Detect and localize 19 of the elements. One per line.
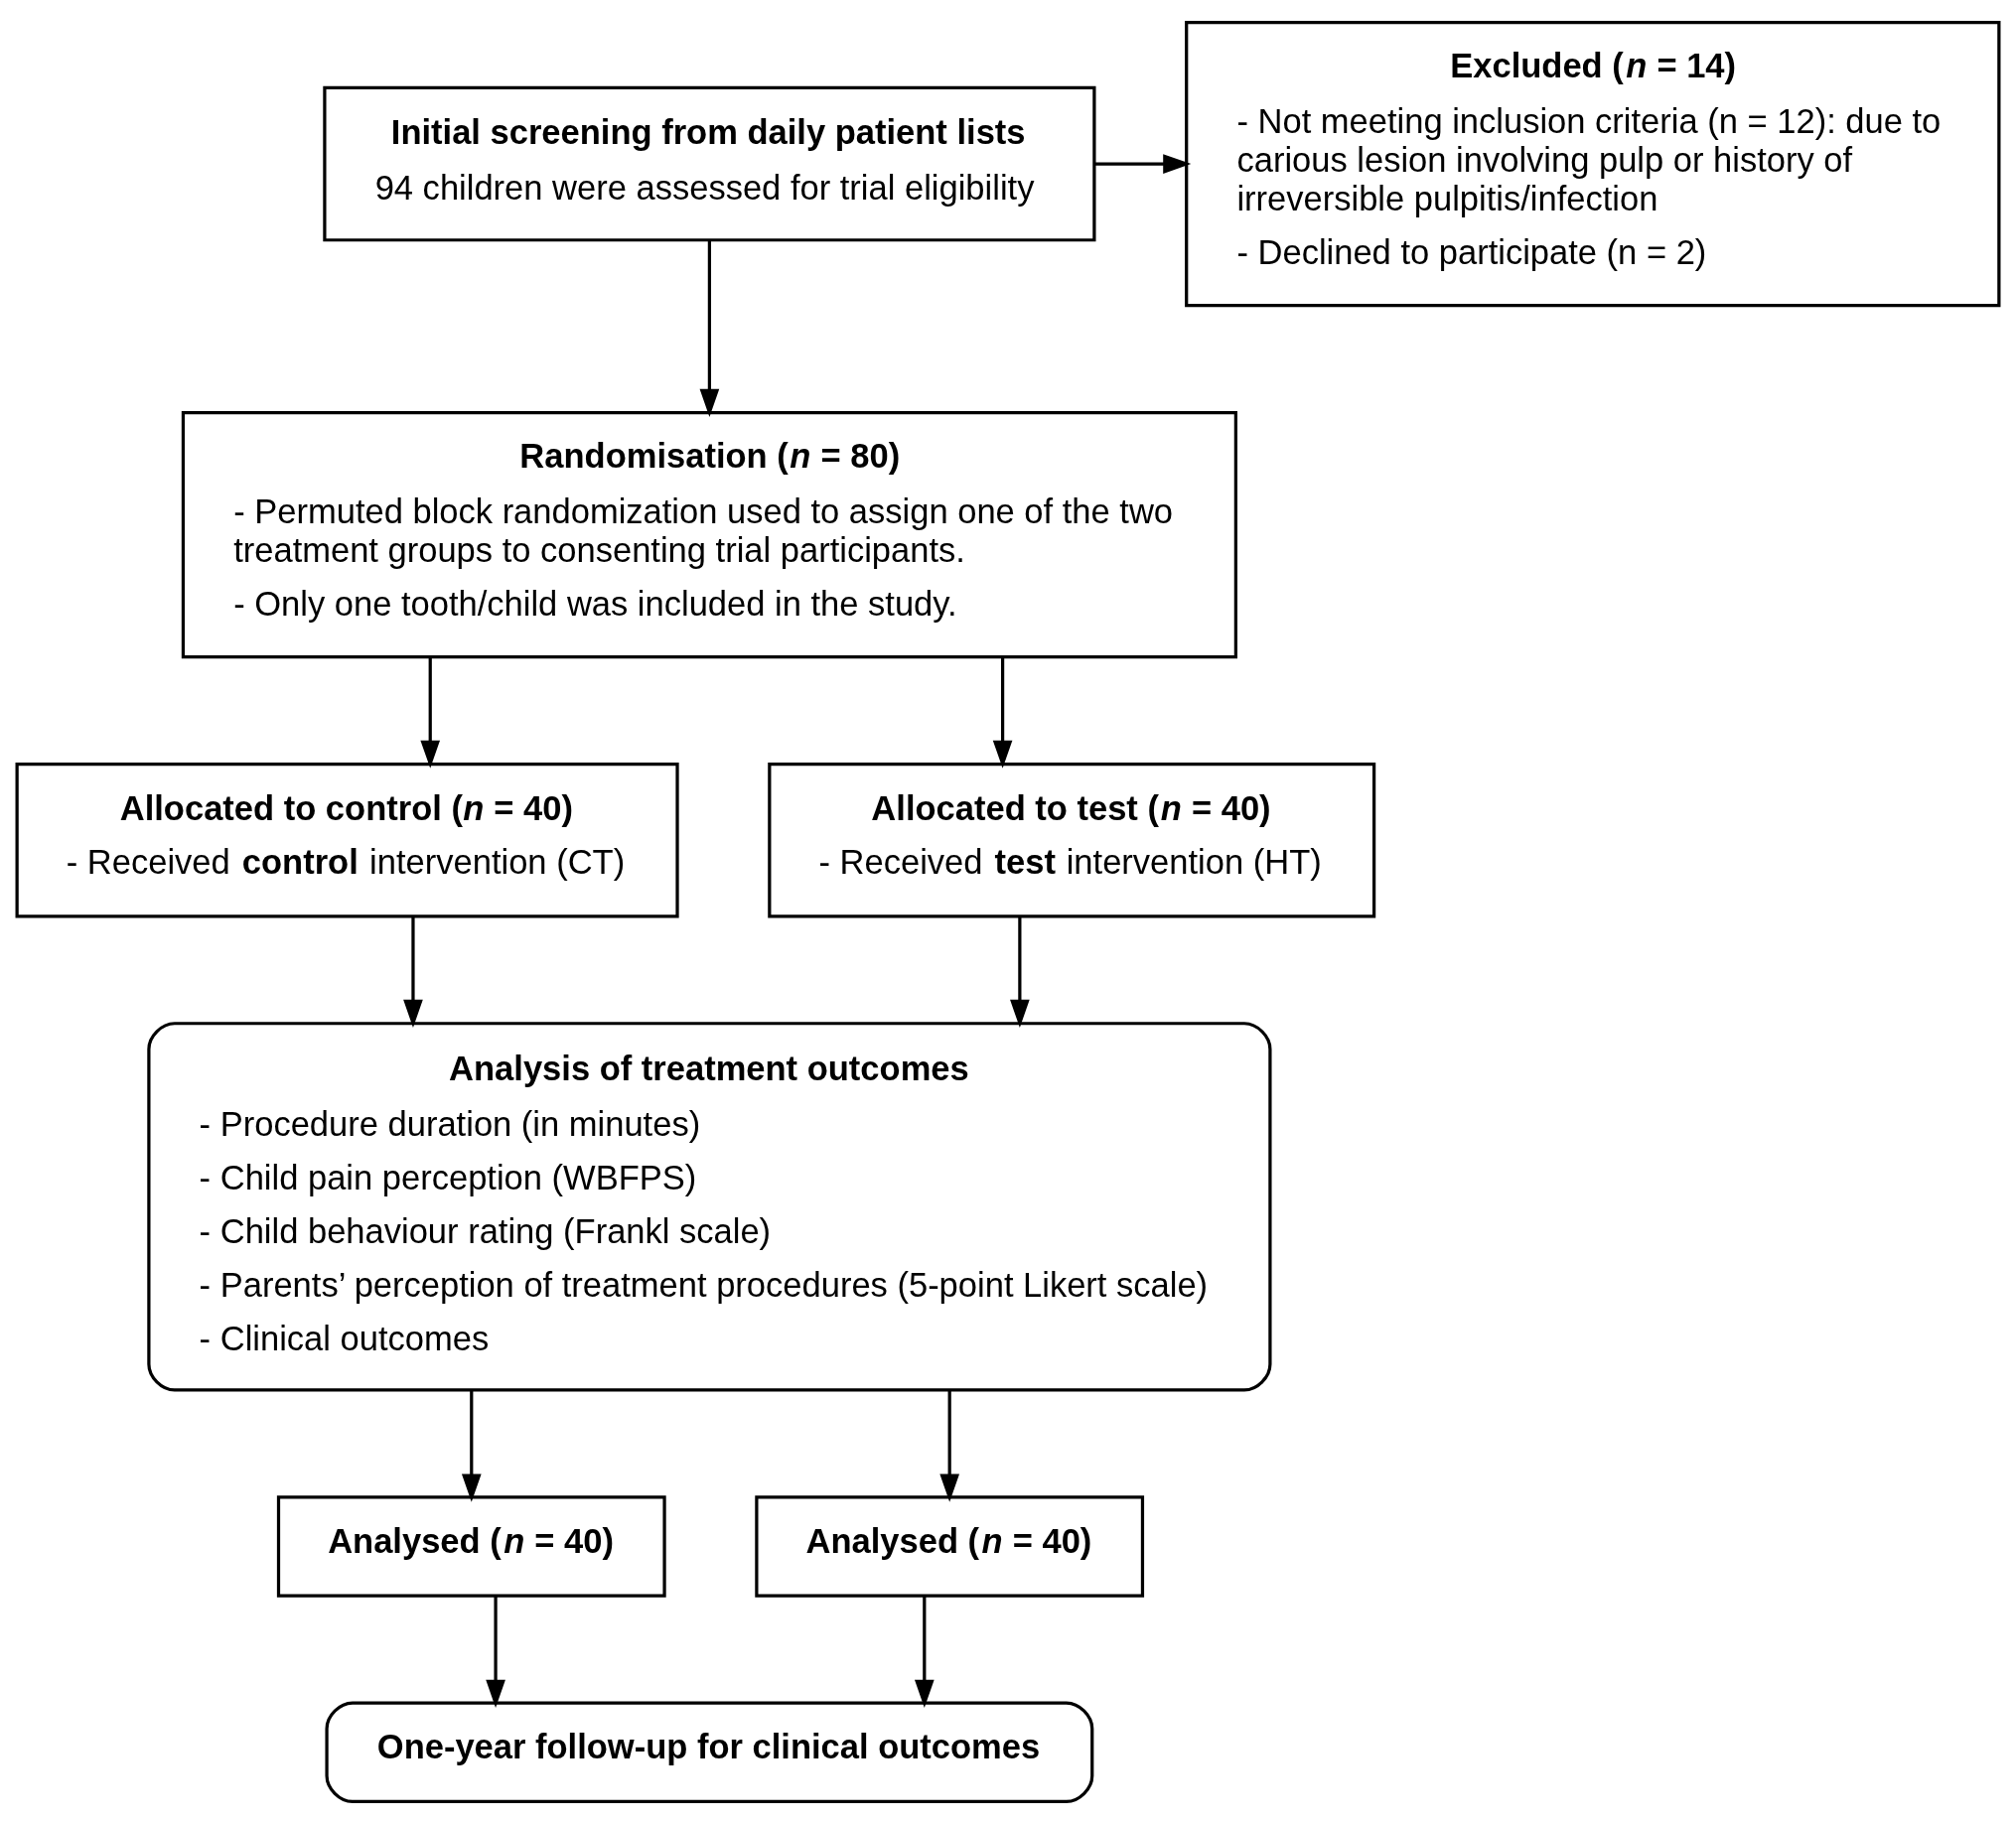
arrow bbox=[403, 916, 423, 1028]
arrow bbox=[939, 1389, 959, 1502]
node-box: Analysis of treatment outcomes - Procedure duration (in minutes) - Child pain perception (WBFPS) - Child behaviour rating (Frankl scale) - Parents’ perception of treatment procedures (5-point Likert scale) - Clinical outcomes bbox=[147, 1021, 1272, 1391]
node-box: Analysed (n = 40) bbox=[755, 1494, 1145, 1598]
arrow bbox=[1010, 916, 1030, 1028]
arrow bbox=[992, 656, 1013, 769]
node-box: One-year follow-up for clinical outcomes bbox=[325, 1700, 1094, 1803]
node-box: Allocated to control (n = 40) - Received control intervention (CT) bbox=[15, 762, 679, 917]
node-box: Analysed (n = 40) bbox=[276, 1494, 666, 1598]
arrow bbox=[699, 240, 720, 417]
arrow bbox=[461, 1389, 482, 1502]
node-box: Excluded (n = 14) - Not meeting inclusion criteria (n = 12): due to carious lesion involving pulp or history of irreversible pulpitis/infection - Declined to participate (n = 2) bbox=[1185, 20, 2001, 307]
node-box: Initial screening from daily patient lists 94 children were assessed for trial eligibility bbox=[323, 85, 1096, 241]
arrow bbox=[420, 656, 441, 769]
node-box: Randomisation (n = 80) - Permuted block randomization used to assign one of the two treatment groups to consenting trial participants. - Only one tooth/child was included in the study. bbox=[181, 410, 1237, 658]
arrow bbox=[1093, 153, 1192, 174]
arrow bbox=[486, 1596, 505, 1708]
arrow bbox=[914, 1596, 935, 1708]
node-box: Allocated to test (n = 40) - Received test intervention (HT) bbox=[768, 762, 1376, 917]
